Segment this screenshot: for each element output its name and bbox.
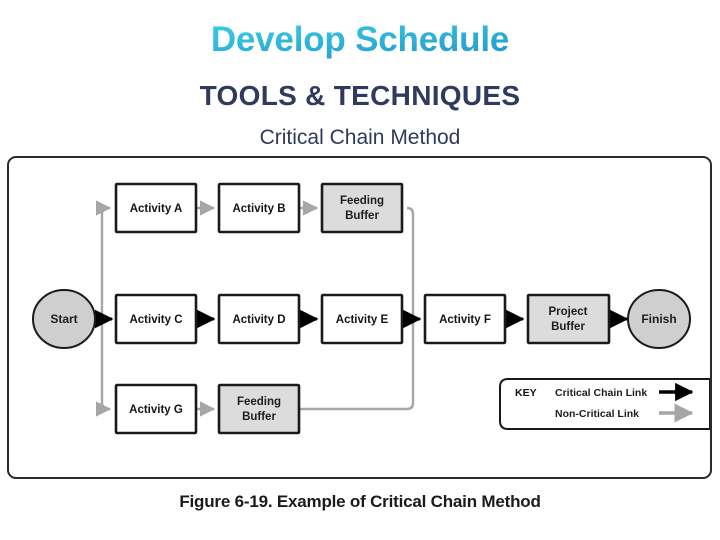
- activity-b-label: Activity B: [232, 203, 285, 215]
- feeding-buffer-bottom-label-line2: Buffer: [242, 411, 276, 423]
- topic-heading: Critical Chain Method: [259, 126, 461, 149]
- legend-box: [499, 378, 710, 430]
- activity-a-shape: [114, 182, 198, 234]
- activity-e-shape: [320, 293, 404, 345]
- activity-e-label: Activity E: [336, 314, 389, 326]
- node-activity-g[interactable]: Activity G: [114, 383, 198, 435]
- legend-key: KEY Critical Chain Link Non-Critical Lin…: [499, 378, 710, 430]
- node-feeding-buffer-top[interactable]: Feeding Buffer: [320, 182, 404, 234]
- project-buffer-shape: [526, 293, 611, 345]
- feeding-buffer-bottom-label-line1: Feeding: [237, 396, 281, 408]
- start-label: Start: [50, 312, 77, 326]
- legend-title: KEY: [515, 387, 537, 399]
- section-heading: TOOLS & TECHNIQUES: [199, 80, 521, 111]
- node-activity-b[interactable]: Activity B: [217, 182, 301, 234]
- node-activity-e[interactable]: Activity E: [320, 293, 404, 345]
- project-buffer-label-line1: Project: [549, 306, 588, 318]
- figure-caption: Figure 6-19. Example of Critical Chain M…: [179, 492, 541, 511]
- feeding-buffer-top-shape: [320, 182, 404, 234]
- activity-b-shape: [217, 182, 301, 234]
- activity-c-label: Activity C: [129, 314, 182, 326]
- node-start[interactable]: Start: [32, 289, 96, 349]
- activity-g-label: Activity G: [129, 404, 183, 416]
- node-activity-c[interactable]: Activity C: [114, 293, 198, 345]
- activity-g-shape: [114, 383, 198, 435]
- legend-critical-chain-label: Critical Chain Link: [555, 387, 647, 399]
- node-finish[interactable]: Finish: [627, 289, 691, 349]
- node-feeding-buffer-bottom[interactable]: Feeding Buffer: [217, 383, 301, 435]
- legend-non-critical-label: Non-Critical Link: [555, 408, 639, 420]
- page-title: Develop Schedule: [0, 20, 720, 60]
- activity-d-label: Activity D: [232, 314, 285, 326]
- node-activity-f[interactable]: Activity F: [423, 293, 507, 345]
- figure-panel: Start Finish Activity A Activity B Feedi…: [7, 156, 712, 479]
- activity-f-shape: [423, 293, 507, 345]
- critical-chain-diagram: Start Finish Activity A Activity B Feedi…: [32, 182, 710, 435]
- feeding-buffer-top-label-line1: Feeding: [340, 195, 384, 207]
- finish-shape: [627, 289, 691, 349]
- activity-c-shape: [114, 293, 198, 345]
- feeding-buffer-bottom-shape: [217, 383, 301, 435]
- activity-f-label: Activity F: [439, 314, 491, 326]
- link-feeding-buffer-top-to-merge: [406, 206, 415, 319]
- start-shape: [32, 289, 96, 349]
- finish-label: Finish: [641, 312, 676, 326]
- activity-a-label: Activity A: [130, 203, 183, 215]
- node-activity-d[interactable]: Activity D: [217, 293, 301, 345]
- link-start-to-activity-a: [95, 200, 112, 319]
- activity-d-shape: [217, 293, 301, 345]
- feeding-buffer-top-label-line2: Buffer: [345, 210, 379, 222]
- link-feeding-buffer-bottom-to-merge: [299, 319, 415, 411]
- node-activity-a[interactable]: Activity A: [114, 182, 198, 234]
- link-start-to-activity-g: [95, 319, 112, 417]
- node-project-buffer[interactable]: Project Buffer: [526, 293, 611, 345]
- project-buffer-label-line2: Buffer: [551, 321, 585, 333]
- noncritical-links: [95, 200, 415, 417]
